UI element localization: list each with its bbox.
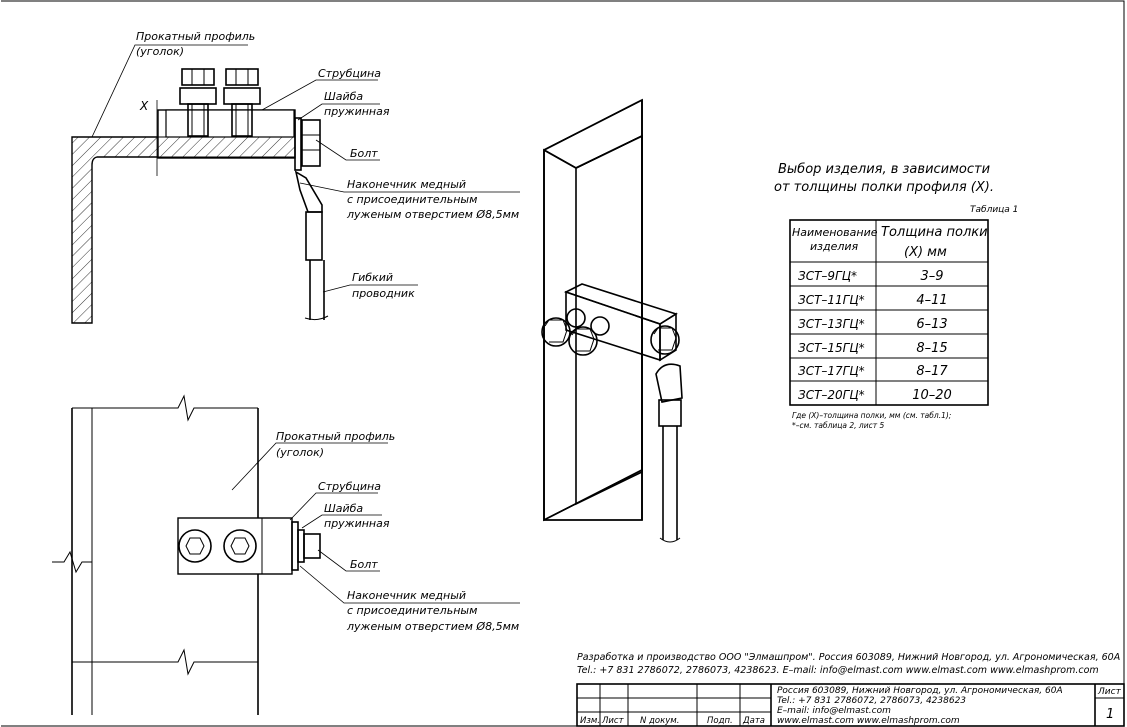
table-row-name: ЗСТ–13ГЦ*: [798, 317, 865, 331]
plan-bolt-label: Болт: [350, 558, 378, 571]
table-row-range: 3–9: [920, 269, 943, 284]
plan-clamp-label: Струбцина: [318, 480, 381, 493]
plan-lug-label-line2: с присоединительным: [347, 604, 477, 617]
selection-table-block: Выбор изделия, в зависимости от толщины …: [774, 162, 1018, 430]
section-view: X Прокатный профиль (уголок) Струбцина Ш…: [71, 30, 520, 324]
screw-right: [223, 68, 261, 137]
washer-label-line1: Шайба: [324, 90, 363, 103]
title-web: www.elmast.com www.elmashprom.com: [777, 716, 960, 726]
col-name-header-line2: изделия: [810, 240, 859, 253]
lug-label-line2: с присоединительным: [347, 193, 477, 206]
table-heading-line1: Выбор изделия, в зависимости: [778, 162, 990, 177]
col-date-label: Дата: [742, 716, 765, 726]
plan-washer-label-line1: Шайба: [324, 502, 363, 515]
table-number-label: Таблица 1: [970, 205, 1018, 215]
plan-bolt-left: [178, 529, 212, 563]
screw-left: [179, 68, 217, 137]
title-address: Россия 603089, Нижний Новгород, ул. Агро…: [777, 686, 1063, 696]
angle-flange: [543, 134, 643, 521]
plan-view: Прокатный профиль (уголок) Струбцина Шай…: [52, 394, 520, 715]
plan-lug-label-line1: Наконечник медный: [347, 589, 466, 602]
sheet-number: 1: [1106, 707, 1114, 722]
bolt-label: Болт: [350, 147, 378, 160]
col-sign-label: Подп.: [707, 716, 733, 726]
table-row-name: ЗСТ–15ГЦ*: [798, 341, 865, 355]
maker-line: Разработка и производство ООО "Элмашпром…: [577, 652, 1120, 663]
plan-profile-label-line2: (уголок): [276, 446, 324, 459]
table-row-name: ЗСТ–11ГЦ*: [798, 293, 865, 307]
title-tel: Tel.: +7 831 2786072, 2786073, 4238623: [777, 696, 966, 706]
footer: Разработка и производство ООО "Элмашпром…: [577, 652, 1120, 676]
contact-line: Tel.: +7 831 2786072, 2786073, 4238623. …: [577, 665, 1099, 676]
bolt-head-section: [301, 119, 321, 167]
table-row-range: 8–15: [916, 341, 947, 356]
clamp-plan: [177, 517, 293, 575]
wire-label-line1: Гибкий: [352, 271, 393, 284]
lug-label-line1: Наконечник медный: [347, 178, 466, 191]
plan-bolt-right: [223, 529, 257, 563]
lug-label-line3: луженым отверстием Ø8,5мм: [346, 208, 519, 221]
plan-washer-label-line2: пружинная: [324, 517, 390, 530]
iso-clamp-top: [563, 283, 678, 325]
iso-screw-3: [566, 308, 610, 336]
col-doc-label: N докум.: [640, 716, 679, 726]
iso-screw-2: [568, 326, 598, 356]
table-row-range: 10–20: [912, 388, 952, 403]
isometric-view: [541, 98, 683, 543]
title-email: E–mail: info@elmast.com: [777, 706, 891, 716]
table-row-range: 8–17: [916, 364, 948, 379]
table-row-name: ЗСТ–20ГЦ*: [798, 388, 865, 402]
clamp-label: Струбцина: [318, 67, 381, 80]
profile-label-line1: Прокатный профиль: [136, 30, 255, 43]
washer-label-line2: пружинная: [324, 105, 390, 118]
plan-lug-label-line3: луженым отверстием Ø8,5мм: [346, 620, 519, 633]
selection-table: [789, 219, 989, 406]
sheet-label: Лист: [1097, 687, 1122, 697]
title-block: Россия 603089, Нижний Новгород, ул. Агро…: [576, 683, 1125, 727]
table-row-range: 4–11: [916, 293, 947, 308]
col-thickness-header-line1: Толщина полки: [881, 225, 988, 240]
wire-label-line2: проводник: [352, 287, 415, 300]
table-row-name: ЗСТ–17ГЦ*: [798, 364, 865, 378]
plan-profile-label-line1: Прокатный профиль: [276, 430, 395, 443]
iso-bolt: [650, 325, 680, 355]
table-row-name: ЗСТ–9ГЦ*: [798, 269, 857, 283]
col-thickness-header-line2: (X) мм: [904, 245, 947, 260]
table-heading-line2: от толщины полки профиля (X).: [774, 180, 994, 195]
col-name-header-line1: Наименование: [792, 226, 878, 239]
col-change-label: Изм.: [580, 716, 600, 726]
table-note-line2: *–см. таблица 2, лист 5: [792, 421, 884, 430]
profile-label-line2: (уголок): [136, 45, 184, 58]
angle-profile-section: [71, 136, 281, 324]
dimension-x-label: X: [139, 99, 149, 113]
col-sheet-label: Лист: [601, 716, 625, 726]
table-row-range: 6–13: [916, 317, 947, 332]
table-note-line1: Где (X)–толщина полки, мм (см. табл.1);: [792, 411, 951, 420]
iso-screw-1: [541, 317, 571, 347]
